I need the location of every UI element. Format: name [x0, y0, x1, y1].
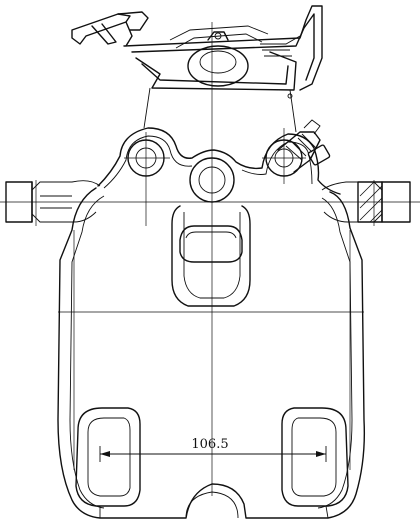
width-dimension: 106.5: [99, 437, 327, 462]
caliper-body: [57, 187, 365, 519]
right-lower-pocket: [281, 407, 349, 507]
center-lines: [0, 22, 420, 496]
parking-brake-bracket: [71, 5, 323, 133]
left-mounting-ear: [5, 180, 101, 223]
caliper-housing-top: [97, 127, 341, 195]
dimension-label: 106.5: [191, 437, 228, 452]
dimension-arrow-left: [100, 451, 110, 457]
dimension-arrow-right: [316, 451, 326, 457]
right-boss-bleed-nipple: [265, 119, 331, 177]
left-lower-pocket: [75, 407, 141, 507]
central-window: [171, 205, 251, 307]
